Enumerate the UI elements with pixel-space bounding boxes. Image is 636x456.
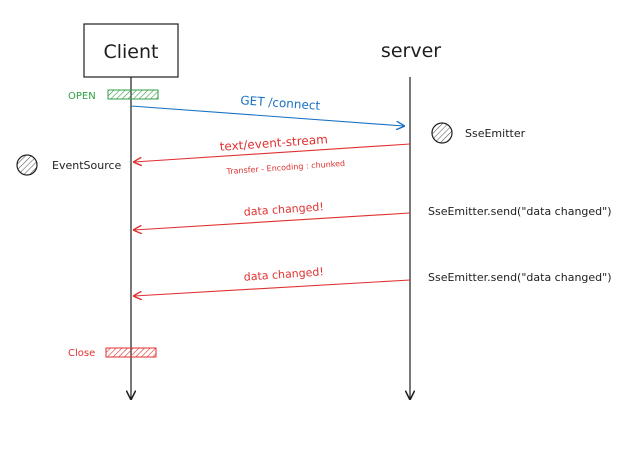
client-participant-label: Client [103, 41, 158, 63]
sse-emitter-label: SseEmitter [465, 127, 526, 140]
message-sublabel-transfer-encoding: Transfer - Encoding : chunked [225, 159, 345, 176]
message-arrow-data-changed-2 [134, 279, 411, 296]
sse-emitter-circle [431, 122, 453, 144]
message-label-data-changed-1: data changed! [243, 200, 324, 219]
message-label-get-connect: GET /connect [240, 93, 321, 113]
server-call-send-2: SseEmitter.send("data changed") [428, 271, 612, 284]
message-label-data-changed-2: data changed! [243, 265, 324, 284]
close-marker-label: Close [68, 348, 95, 359]
open-marker-bar [107, 89, 159, 100]
client-participant-box [83, 23, 179, 78]
server-participant-label: server [381, 40, 441, 62]
server-call-send-1: SseEmitter.send("data changed") [428, 205, 612, 218]
close-marker-bar [105, 347, 157, 358]
event-source-circle [16, 154, 38, 176]
open-marker-label: OPEN [68, 91, 96, 102]
message-arrow-event-stream [134, 143, 411, 162]
message-arrow-data-changed-1 [134, 212, 411, 230]
event-source-label: EventSource [52, 159, 122, 172]
message-arrow-get-connect [130, 105, 404, 126]
